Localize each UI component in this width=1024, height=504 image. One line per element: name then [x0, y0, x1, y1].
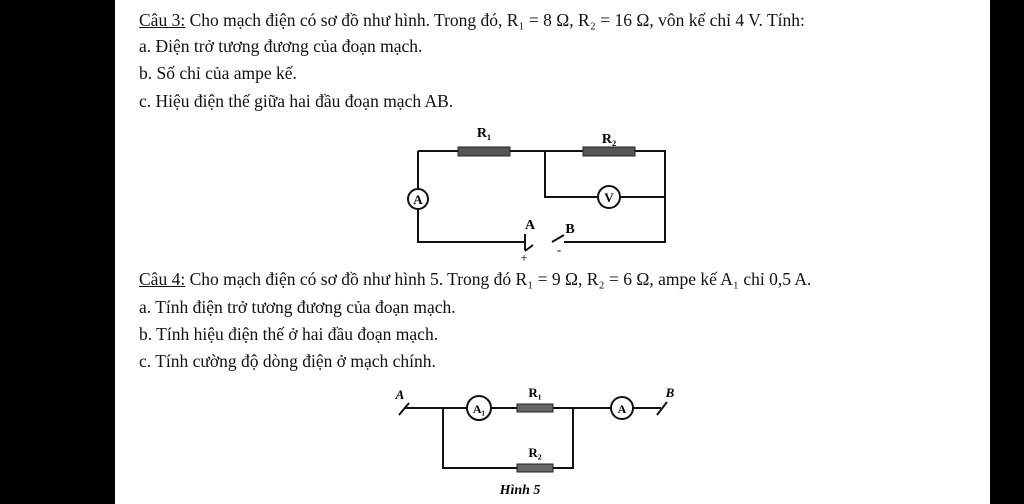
- r1-label: R₁: [477, 126, 491, 141]
- resistor-r1: [457, 146, 511, 157]
- question-4-part-b: b. Tính hiệu điện thế ở hai đầu đoạn mạc…: [139, 324, 439, 344]
- parallel-branch-wire: [442, 408, 574, 469]
- r2-label: R₂: [602, 132, 616, 147]
- ammeter-icon: [407, 188, 429, 210]
- question-3-text: Cho mạch điện có sơ đồ như hình. Trong đ…: [185, 10, 805, 30]
- terminal-b-label: B: [665, 385, 675, 400]
- question-3-part-b: b. Số chỉ của ampe kế.: [139, 63, 297, 83]
- question-4-statement: Câu 4: Cho mạch điện có sơ đồ như hình 5…: [139, 268, 811, 290]
- ammeter-label: A: [413, 192, 423, 207]
- ammeter-label: A: [618, 402, 627, 416]
- question-3-part-c: c. Hiệu điện thế giữa hai đầu đoạn mạch …: [139, 91, 454, 111]
- ammeter-a1-icon: [466, 395, 492, 421]
- ammeter-icon: [610, 396, 634, 420]
- document-page: Câu 3: Cho mạch điện có sơ đồ như hình. …: [115, 0, 990, 504]
- terminal-a-label: A: [525, 218, 536, 233]
- question-4-label: Câu 4:: [139, 269, 186, 289]
- question-3-part-a: a. Điện trở tương đương của đoạn mạch.: [139, 36, 423, 56]
- question-4-text: Cho mạch điện có sơ đồ như hình 5. Trong…: [185, 269, 812, 289]
- question-4-part-c: c. Tính cường độ dòng điện ở mạch chính.: [139, 351, 436, 371]
- figure-5-caption: Hình 5: [499, 483, 541, 498]
- resistor-r2: [582, 146, 636, 157]
- resistor-r1: [516, 403, 554, 413]
- circuit-diagram-question-3: R₁ R₂ A V A B + -: [400, 118, 675, 264]
- battery-terminals: [524, 234, 565, 252]
- r1-label: R₁: [528, 385, 541, 400]
- r2-label: R₂: [528, 445, 541, 460]
- question-3-label: Câu 3:: [139, 10, 186, 30]
- ammeter-a1-label: A₁: [473, 402, 486, 416]
- voltmeter-icon: [597, 185, 621, 209]
- circuit-diagram-question-4: A B A₁ A R₁ R₂ Hình 5: [385, 382, 695, 500]
- terminal-b-label: B: [565, 222, 574, 237]
- terminal-a-label: A: [395, 387, 405, 402]
- terminal-ticks: [398, 401, 668, 416]
- question-3-statement: Câu 3: Cho mạch điện có sơ đồ như hình. …: [139, 9, 805, 31]
- voltmeter-label: V: [604, 190, 614, 205]
- voltmeter-branch-wire: [544, 151, 665, 198]
- question-4-part-a: a. Tính điện trở tương đương của đoạn mạ…: [139, 297, 456, 317]
- minus-sign: -: [557, 242, 561, 257]
- resistor-r2: [516, 463, 554, 473]
- plus-sign: +: [520, 250, 527, 264]
